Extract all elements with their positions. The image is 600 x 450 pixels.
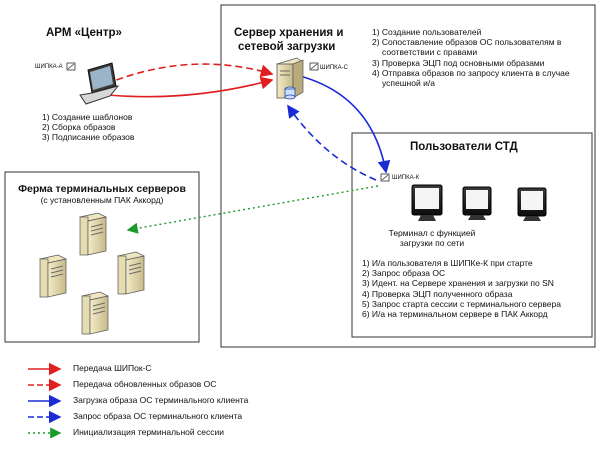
laptop-icon [79, 62, 120, 105]
users-std-box [351, 132, 593, 338]
terminal-farm-title: Ферма терминальных серверов [18, 183, 186, 195]
shipka-c-label: ШИПКА-С [320, 65, 348, 71]
arrow-os-image-request [287, 104, 377, 181]
terminal-monitor-icon [462, 186, 492, 220]
arm-steps-list: 1) Создание шаблонов 2) Сборка образов 3… [42, 112, 134, 143]
legend-label: Инициализация терминальной сессии [73, 427, 224, 437]
server-title-line: Сервер хранения и [234, 27, 344, 39]
server-title-line: сетевой загрузки [238, 41, 336, 54]
users-std-title: Пользователи СТД [410, 141, 518, 153]
legend-label: Передача обновленных образов ОС [73, 379, 217, 389]
list-item: 3) Проверка ЭЦП под основными образами [372, 57, 545, 68]
shipka-k-token-icon [380, 173, 390, 182]
server-steps-list: 1) Создание пользователей 2) Сопоставлен… [372, 27, 570, 88]
terminal-server-icon [78, 212, 108, 256]
terminal-server-icon [38, 254, 68, 298]
arm-center-title: АРМ «Центр» [46, 27, 122, 39]
list-item: 1) Создание пользователей [372, 27, 482, 37]
terminal-farm-box [4, 171, 200, 343]
terminal-monitor-icon [411, 184, 443, 221]
list-item: соответствии с правами [382, 47, 478, 58]
terminal-caption: Терминал с функцией загрузки по сети [388, 228, 476, 248]
shipka-a-label: ШИПКА-А [35, 64, 63, 70]
arrow-shipka-s-transfer [107, 76, 274, 98]
terminal-server-icon [80, 291, 110, 335]
server-zone-box [220, 4, 596, 348]
legend-label: Запрос образа ОС терминального клиента [73, 411, 243, 421]
legend-label: Передача ШИПок-С [73, 363, 152, 373]
list-item: 5) Запрос старта сессии с терминального … [362, 298, 561, 309]
arrow-session-init [126, 185, 379, 234]
storage-server-icon [276, 57, 304, 100]
list-item: 6) И/а на терминальном сервере в ПАК Акк… [362, 308, 548, 319]
terminal-caption-line: Терминал с функцией [388, 228, 476, 238]
list-item: успешной и/а [382, 77, 435, 88]
shipka-k-label: ШИПКА-К [392, 175, 420, 181]
shipka-a-token-icon [66, 62, 76, 71]
arrow-updated-images [105, 63, 274, 85]
users-steps-list: 1) И/а пользователя в ШИПКе-К при старте… [362, 258, 561, 319]
list-item: 4) Отправка образов по запросу клиента в… [372, 67, 570, 78]
shipka-c-token-icon [309, 62, 319, 71]
terminal-farm-header: Ферма терминальных серверов (с установле… [5, 183, 199, 205]
terminal-farm-subtitle: (с установленным ПАК Аккорд) [40, 195, 164, 205]
list-item: 2) Сборка образов [42, 122, 116, 133]
terminal-caption-line: загрузки по сети [399, 238, 465, 249]
list-item: 2) Сопоставление образов ОС пользователя… [372, 37, 562, 48]
terminal-monitor-icon [517, 187, 547, 221]
legend-label: Загрузка образа ОС терминального клиента [73, 395, 249, 405]
list-item: 3) Подписание образов [42, 132, 135, 143]
list-item: 1) Создание шаблонов [42, 112, 133, 122]
list-item: 2) Запрос образа ОС [362, 268, 446, 279]
terminal-server-icon [116, 251, 146, 295]
list-item: 1) И/а пользователя в ШИПКе-К при старте [362, 258, 533, 268]
arrow-os-image-load [299, 75, 391, 174]
server-title: Сервер хранения и сетевой загрузки [234, 26, 343, 55]
list-item: 4) Проверка ЭЦП полученного образа [362, 288, 513, 299]
list-item: 3) Идент. на Сервере хранения и загрузки… [362, 278, 554, 289]
